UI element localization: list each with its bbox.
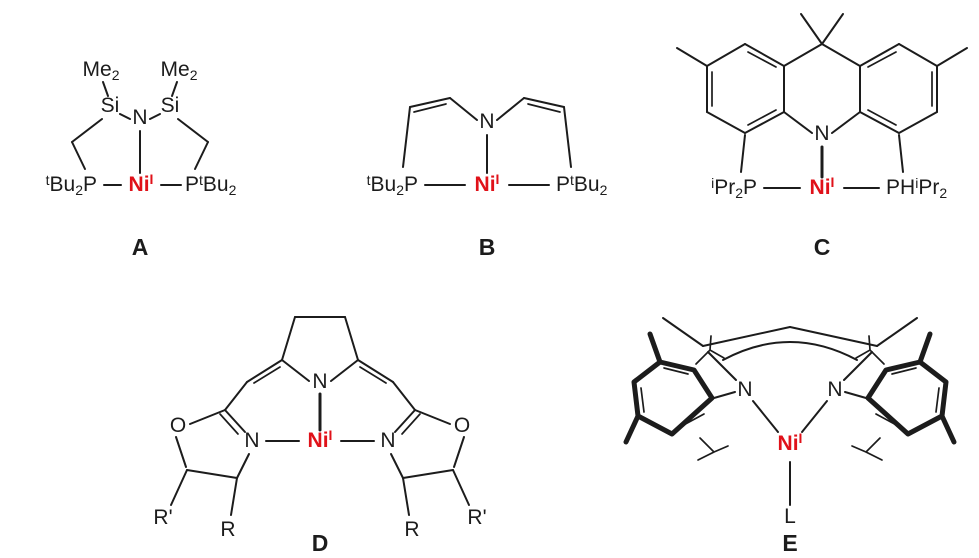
label-substituent-rprime-left: R'	[153, 506, 172, 529]
aryl-ring-right	[865, 359, 949, 437]
structure-C: N iPr2P NiI PHiPr2 C	[676, 13, 968, 260]
label-nickel-center: NiI	[778, 430, 803, 455]
label-ligand-L: L	[784, 505, 796, 528]
structure-B: N tBu2P NiI PtBu2 B	[367, 97, 608, 260]
caption-structure-A: A	[132, 234, 149, 260]
label-oxygen-right: O	[454, 414, 470, 437]
label-ketiminate-nitrogen-right: N	[827, 378, 842, 401]
label-substituent-r-right: R	[404, 518, 419, 541]
caption-structure-B: B	[479, 234, 496, 260]
label-substituent-r-left: R	[220, 518, 235, 541]
isopropyl-right-bottom	[851, 437, 883, 461]
label-nickel-center: NiI	[308, 427, 333, 452]
label-substituent-rprime-right: R'	[467, 506, 486, 529]
label-silicon-right: Si	[161, 94, 180, 117]
label-amide-nitrogen: N	[132, 106, 147, 129]
label-dimethyl-right: Me2	[161, 58, 198, 83]
structure-D-bonds	[170, 316, 470, 516]
caption-structure-D: D	[312, 530, 329, 556]
aryl-ring-left	[631, 359, 715, 437]
structure-D: N O N NiI N O R' R R R' D	[153, 316, 487, 556]
label-imine-nitrogen: N	[479, 110, 494, 133]
isopropyl-left-bottom	[697, 437, 729, 461]
label-oxazoline-nitrogen-right: N	[380, 429, 395, 452]
structure-E: N N NiI L E	[623, 317, 957, 556]
structure-C-bonds	[676, 13, 968, 189]
label-silicon-left: Si	[101, 94, 120, 117]
label-phosphine-left: tBu2P	[367, 172, 418, 198]
structure-B-bonds	[402, 97, 572, 186]
label-nickel-center: NiI	[810, 174, 835, 199]
label-oxazoline-nitrogen-left: N	[244, 429, 259, 452]
structure-A: Me2 Me2 Si Si N tBu2P NiI PtBu2 A	[46, 58, 237, 260]
label-oxygen-left: O	[170, 414, 186, 437]
label-phosphine-right: PHiPr2	[886, 175, 947, 201]
label-pyrrole-nitrogen: N	[312, 370, 327, 393]
label-phosphine-left: iPr2P	[711, 175, 757, 201]
caption-structure-E: E	[782, 530, 797, 556]
label-nickel-center: NiI	[475, 171, 500, 196]
isopropyl-left-top	[695, 335, 725, 365]
label-phosphine-right: PtBu2	[185, 172, 237, 198]
label-dimethyl-left: Me2	[83, 58, 120, 83]
label-acridine-nitrogen: N	[814, 122, 829, 145]
structure-E-bonds	[623, 317, 957, 506]
label-phosphine-right: PtBu2	[556, 172, 608, 198]
structure-A-bonds	[71, 81, 209, 186]
label-phosphine-left: tBu2P	[46, 172, 97, 198]
label-nickel-center: NiI	[129, 171, 154, 196]
isopropyl-right-top	[855, 335, 885, 365]
caption-structure-C: C	[814, 234, 831, 260]
label-ketiminate-nitrogen-left: N	[737, 378, 752, 401]
delocalization-arc	[722, 341, 858, 361]
